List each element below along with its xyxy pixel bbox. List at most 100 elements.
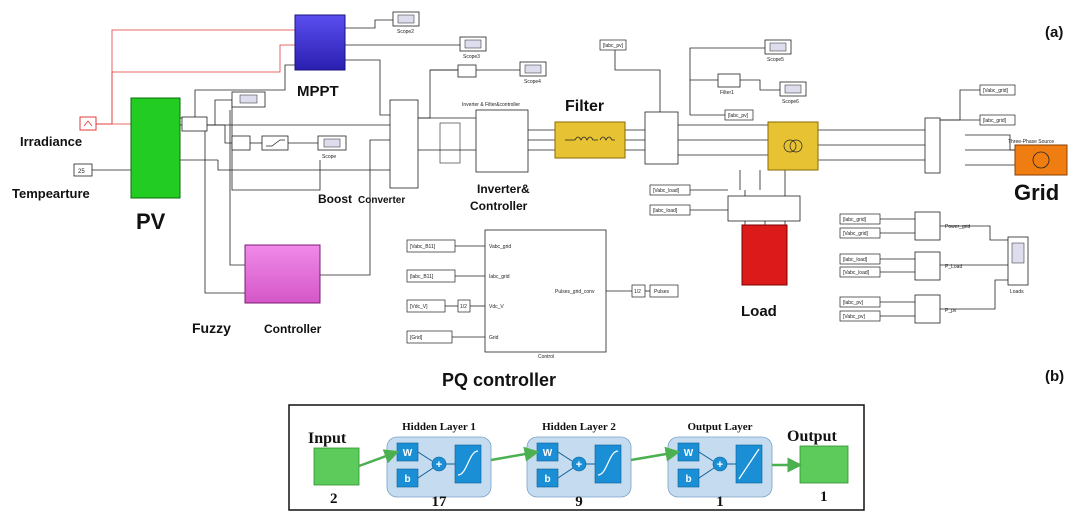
tag-iabc-pv-mid [724, 109, 754, 121]
pv-block [130, 97, 181, 199]
inverter-block [475, 109, 529, 173]
nn-weight-label: W [543, 448, 553, 459]
mppt-block [294, 14, 346, 71]
nn-layer-title: Hidden Layer 2 [542, 421, 616, 433]
saturation-block [261, 135, 289, 151]
pq-control-block [484, 229, 607, 353]
scope4-label: Scope4 [524, 79, 541, 85]
nn-layer-count: 1 [716, 494, 724, 510]
scope3-label: Scope3 [463, 54, 480, 60]
tag-vabc-pv-p-label: [Vabc_pv] [843, 314, 865, 320]
tag-pulses [649, 284, 679, 298]
temperature-constant-block [73, 163, 93, 177]
grid-source-block [1014, 144, 1068, 176]
port-grid: Grid [489, 335, 499, 341]
nn-connection-arrow [490, 446, 540, 462]
power-load-label: P_Load [945, 264, 962, 270]
port-vabc-grid: Vabc_grid [489, 244, 511, 250]
nn-output-block [799, 445, 849, 484]
vi-measurement-load [727, 195, 801, 222]
nn-activation-curve [457, 450, 479, 476]
nn-input-block [313, 447, 360, 486]
inverter-block-title: Inverter & Filter&controller [462, 102, 520, 108]
power-grid-label: Power_grid [945, 224, 971, 230]
tag-vabc-grid-label: [Vabc_grid] [983, 88, 1009, 94]
tag-iabc-load-p [839, 253, 881, 265]
port-pulses: Pulses_grid_conv [555, 289, 595, 295]
filter1-label: Filter1 [720, 90, 734, 96]
power-grid-block [914, 211, 941, 241]
pv-measurement-block [181, 116, 208, 132]
tag-iabc-pv-p-label: [labc_pv] [843, 300, 864, 306]
transformer-block [767, 121, 819, 171]
tag-grid-label: [Grid] [410, 335, 423, 341]
nn-weight-label: W [684, 448, 694, 459]
fuzzy-sublabel: Controller [264, 322, 322, 336]
nn-layer-2: Hidden Layer 2Wb+9 [526, 421, 632, 510]
power-pv-block [914, 294, 941, 324]
tag-vabc-load [649, 184, 691, 196]
boost-converter-block [389, 99, 419, 189]
tag-vabc-grid-p-label: [Vabc_grid] [843, 231, 869, 237]
nn-layer-title: Hidden Layer 1 [402, 421, 476, 433]
inverter-measure-block [457, 64, 477, 78]
tag-vabc-pv-p [839, 310, 881, 322]
nn-bias-label: b [685, 474, 691, 485]
boost-sublabel: Converter [358, 195, 405, 206]
panel-label-b: (b) [1045, 368, 1064, 385]
nn-weight-label: W [403, 448, 413, 459]
nn-activation-curve [597, 450, 619, 476]
nn-sum-label: + [717, 459, 723, 471]
loads-scope-label: Loads [1010, 289, 1024, 295]
power-load-block [914, 251, 941, 281]
load-block [741, 224, 788, 286]
nn-connection-arrow [630, 446, 681, 462]
scope-label: Scope [322, 154, 336, 160]
dc-capacitor-block [439, 122, 461, 164]
nn-layer-count: 17 [432, 494, 448, 510]
gain-in-label: 1/2 [460, 304, 467, 310]
nn-activation-curve [738, 448, 760, 480]
tag-iabc-pv-p [839, 296, 881, 308]
boost-label: Boost [318, 192, 352, 206]
nn-connections [358, 446, 803, 473]
inverter-label-1: Inverter& [477, 182, 530, 196]
nn-output-label: Output [787, 428, 837, 445]
tag-vabc-grid-p [839, 227, 881, 239]
gain-out-label: 1/2 [634, 289, 641, 295]
scope6-label: Scope6 [782, 99, 799, 105]
tag-vabc-grid [979, 84, 1016, 96]
filter-label: Filter [565, 98, 604, 115]
nn-bias-label: b [544, 474, 550, 485]
tag-iabc-pv-mid-label: [labc_pv] [728, 113, 749, 119]
gain-block-in [457, 299, 471, 313]
scope2-label: Scope2 [397, 29, 414, 35]
irradiance-label: Irradiance [20, 134, 82, 149]
tag-iabc-grid-p-label: [labc_grid] [843, 217, 867, 223]
scope5-label: Scope5 [767, 57, 784, 63]
fuzzy-controller-block [244, 244, 321, 304]
temperature-label: Tempearture [12, 186, 90, 201]
tag-iabc-grid-p [839, 213, 881, 225]
tag-vdc-label: [Vdc_V] [410, 304, 428, 310]
product-block [231, 135, 251, 151]
tag-iabc-load-p-label: [labc_load] [843, 257, 868, 263]
tag-vabc-b11-label: [Vabc_B11] [410, 244, 436, 250]
panel-label-a: (a) [1045, 24, 1063, 41]
nn-input-count: 2 [330, 491, 338, 507]
power-pv-label: P_pv [945, 308, 957, 314]
tag-iabc-grid-label: [labc_grid] [983, 118, 1007, 124]
tag-vabc-load-label: [Vabc_load] [653, 188, 680, 194]
tag-iabc-b11-label: [labc_B11] [410, 274, 434, 280]
tag-vabc-b11 [406, 239, 456, 253]
tag-iabc-load [649, 204, 691, 216]
port-vdc-v: Vdc_V [489, 304, 504, 310]
load-label: Load [741, 303, 777, 320]
tag-pulses-label: Pulses [654, 289, 670, 295]
three-phase-source-label: Three-Phase Source [1008, 139, 1054, 145]
tag-vdc [406, 299, 446, 313]
nn-output-count: 1 [820, 489, 828, 505]
fuzzy-label: Fuzzy [192, 320, 231, 336]
